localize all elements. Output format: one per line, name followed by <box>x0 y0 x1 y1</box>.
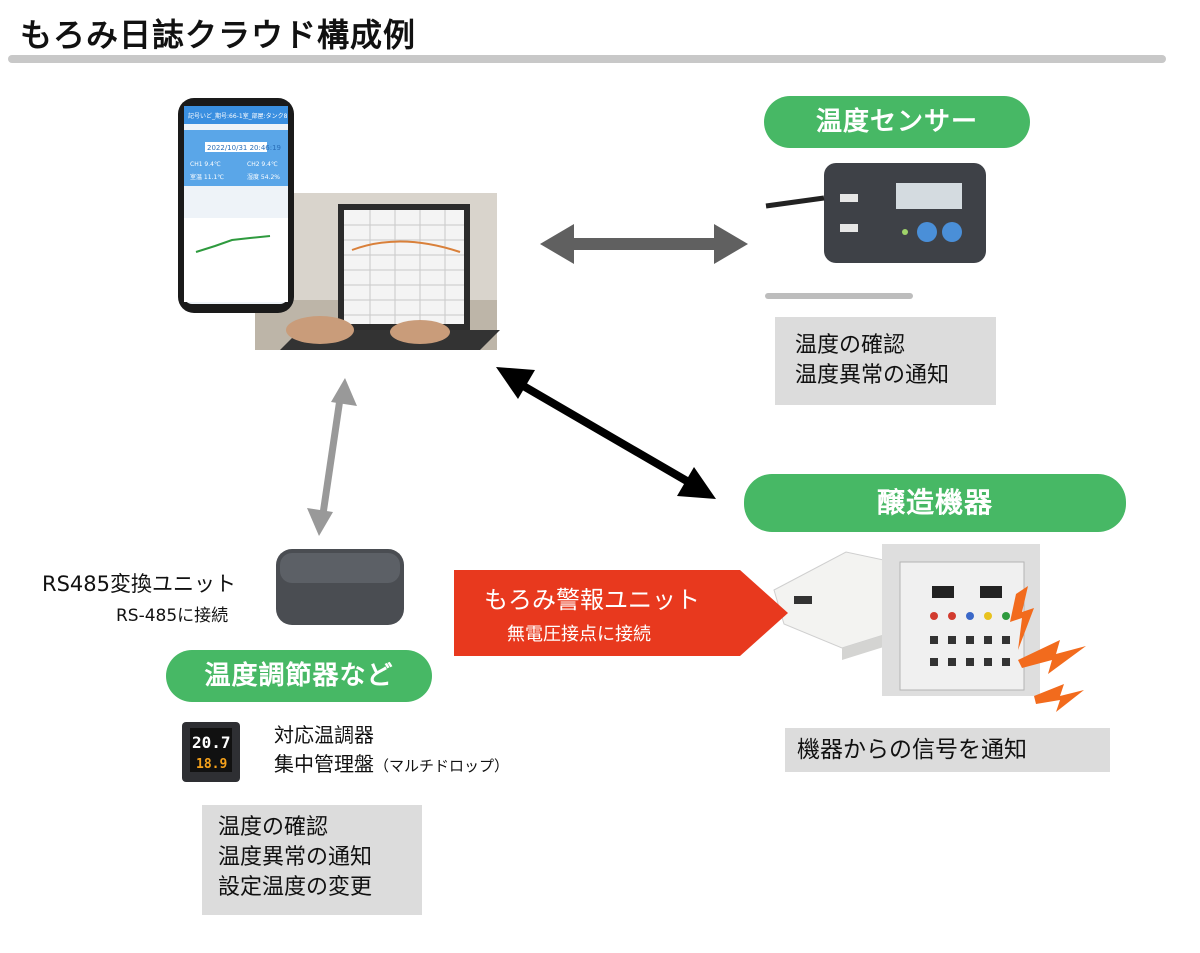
alert-lightning-icon <box>1010 586 1086 712</box>
arrow-cloud-to-brewing <box>496 367 716 499</box>
function-item: 温度の確認 <box>795 333 906 358</box>
phone-reading: CH1 9.4℃ <box>190 161 221 168</box>
controller-type-label: 対応温調器 <box>274 723 374 747</box>
arrow-cloud-to-sensor <box>540 224 748 264</box>
function-item: 設定温度の変更 <box>218 875 373 900</box>
alarm-unit-sublabel: 無電圧接点に接続 <box>507 624 651 645</box>
phone-reading: CH2 9.4℃ <box>247 161 278 168</box>
brewing-note-text: 機器からの信号を通知 <box>797 737 1027 763</box>
controller-functions-panel: 温度の確認 温度異常の通知 設定温度の変更 <box>202 805 422 915</box>
function-item: 温度の確認 <box>218 815 329 840</box>
controller-panel-note: （マルチドロップ） <box>374 757 510 775</box>
arrow-cloud-to-rs485 <box>307 378 357 536</box>
smartphone-image: 記号いど_期号:66-1室_部屋:タンク8 2022/10/31 20:46:1… <box>178 98 294 313</box>
phone-header: 記号いど_期号:66-1室_部屋:タンク8 <box>188 112 288 120</box>
controller-sv-display: 18.9 <box>196 757 227 772</box>
controller-pill: 温度調節器など <box>166 650 432 702</box>
sensor-functions-panel: 温度の確認 温度異常の通知 <box>775 317 996 405</box>
phone-reading: 室温 11.1℃ <box>190 173 224 181</box>
laptop-image <box>255 193 500 350</box>
rs485-unit-image <box>276 549 404 625</box>
brewing-note-panel: 機器からの信号を通知 <box>785 728 1110 772</box>
temperature-sensor-pill: 温度センサー <box>764 96 1030 148</box>
controller-panel-label: 集中管理盤（マルチドロップ） <box>274 748 509 777</box>
brewing-equipment-pill: 醸造機器 <box>744 474 1126 532</box>
temperature-controller-image: 20.7 18.9 <box>182 722 240 782</box>
function-item: 温度異常の通知 <box>795 363 950 388</box>
temperature-sensor-image <box>765 163 986 299</box>
title-divider <box>8 55 1166 63</box>
alarm-unit-label: もろみ警報ユニット <box>484 586 700 614</box>
control-panel-image <box>882 544 1040 696</box>
page-title: もろみ日誌クラウド構成例 <box>20 16 417 54</box>
function-item: 温度異常の通知 <box>218 845 373 870</box>
rs485-unit-label: RS485変換ユニット <box>42 572 237 596</box>
phone-datetime: 2022/10/31 20:46:19 <box>207 144 281 152</box>
rs485-unit-sublabel: RS-485に接続 <box>116 606 229 626</box>
controller-panel-text: 集中管理盤 <box>274 752 374 776</box>
arrow-alarm-unit <box>454 570 788 656</box>
controller-pv-display: 20.7 <box>192 733 231 752</box>
phone-reading: 湿度 54.2% <box>247 173 280 181</box>
